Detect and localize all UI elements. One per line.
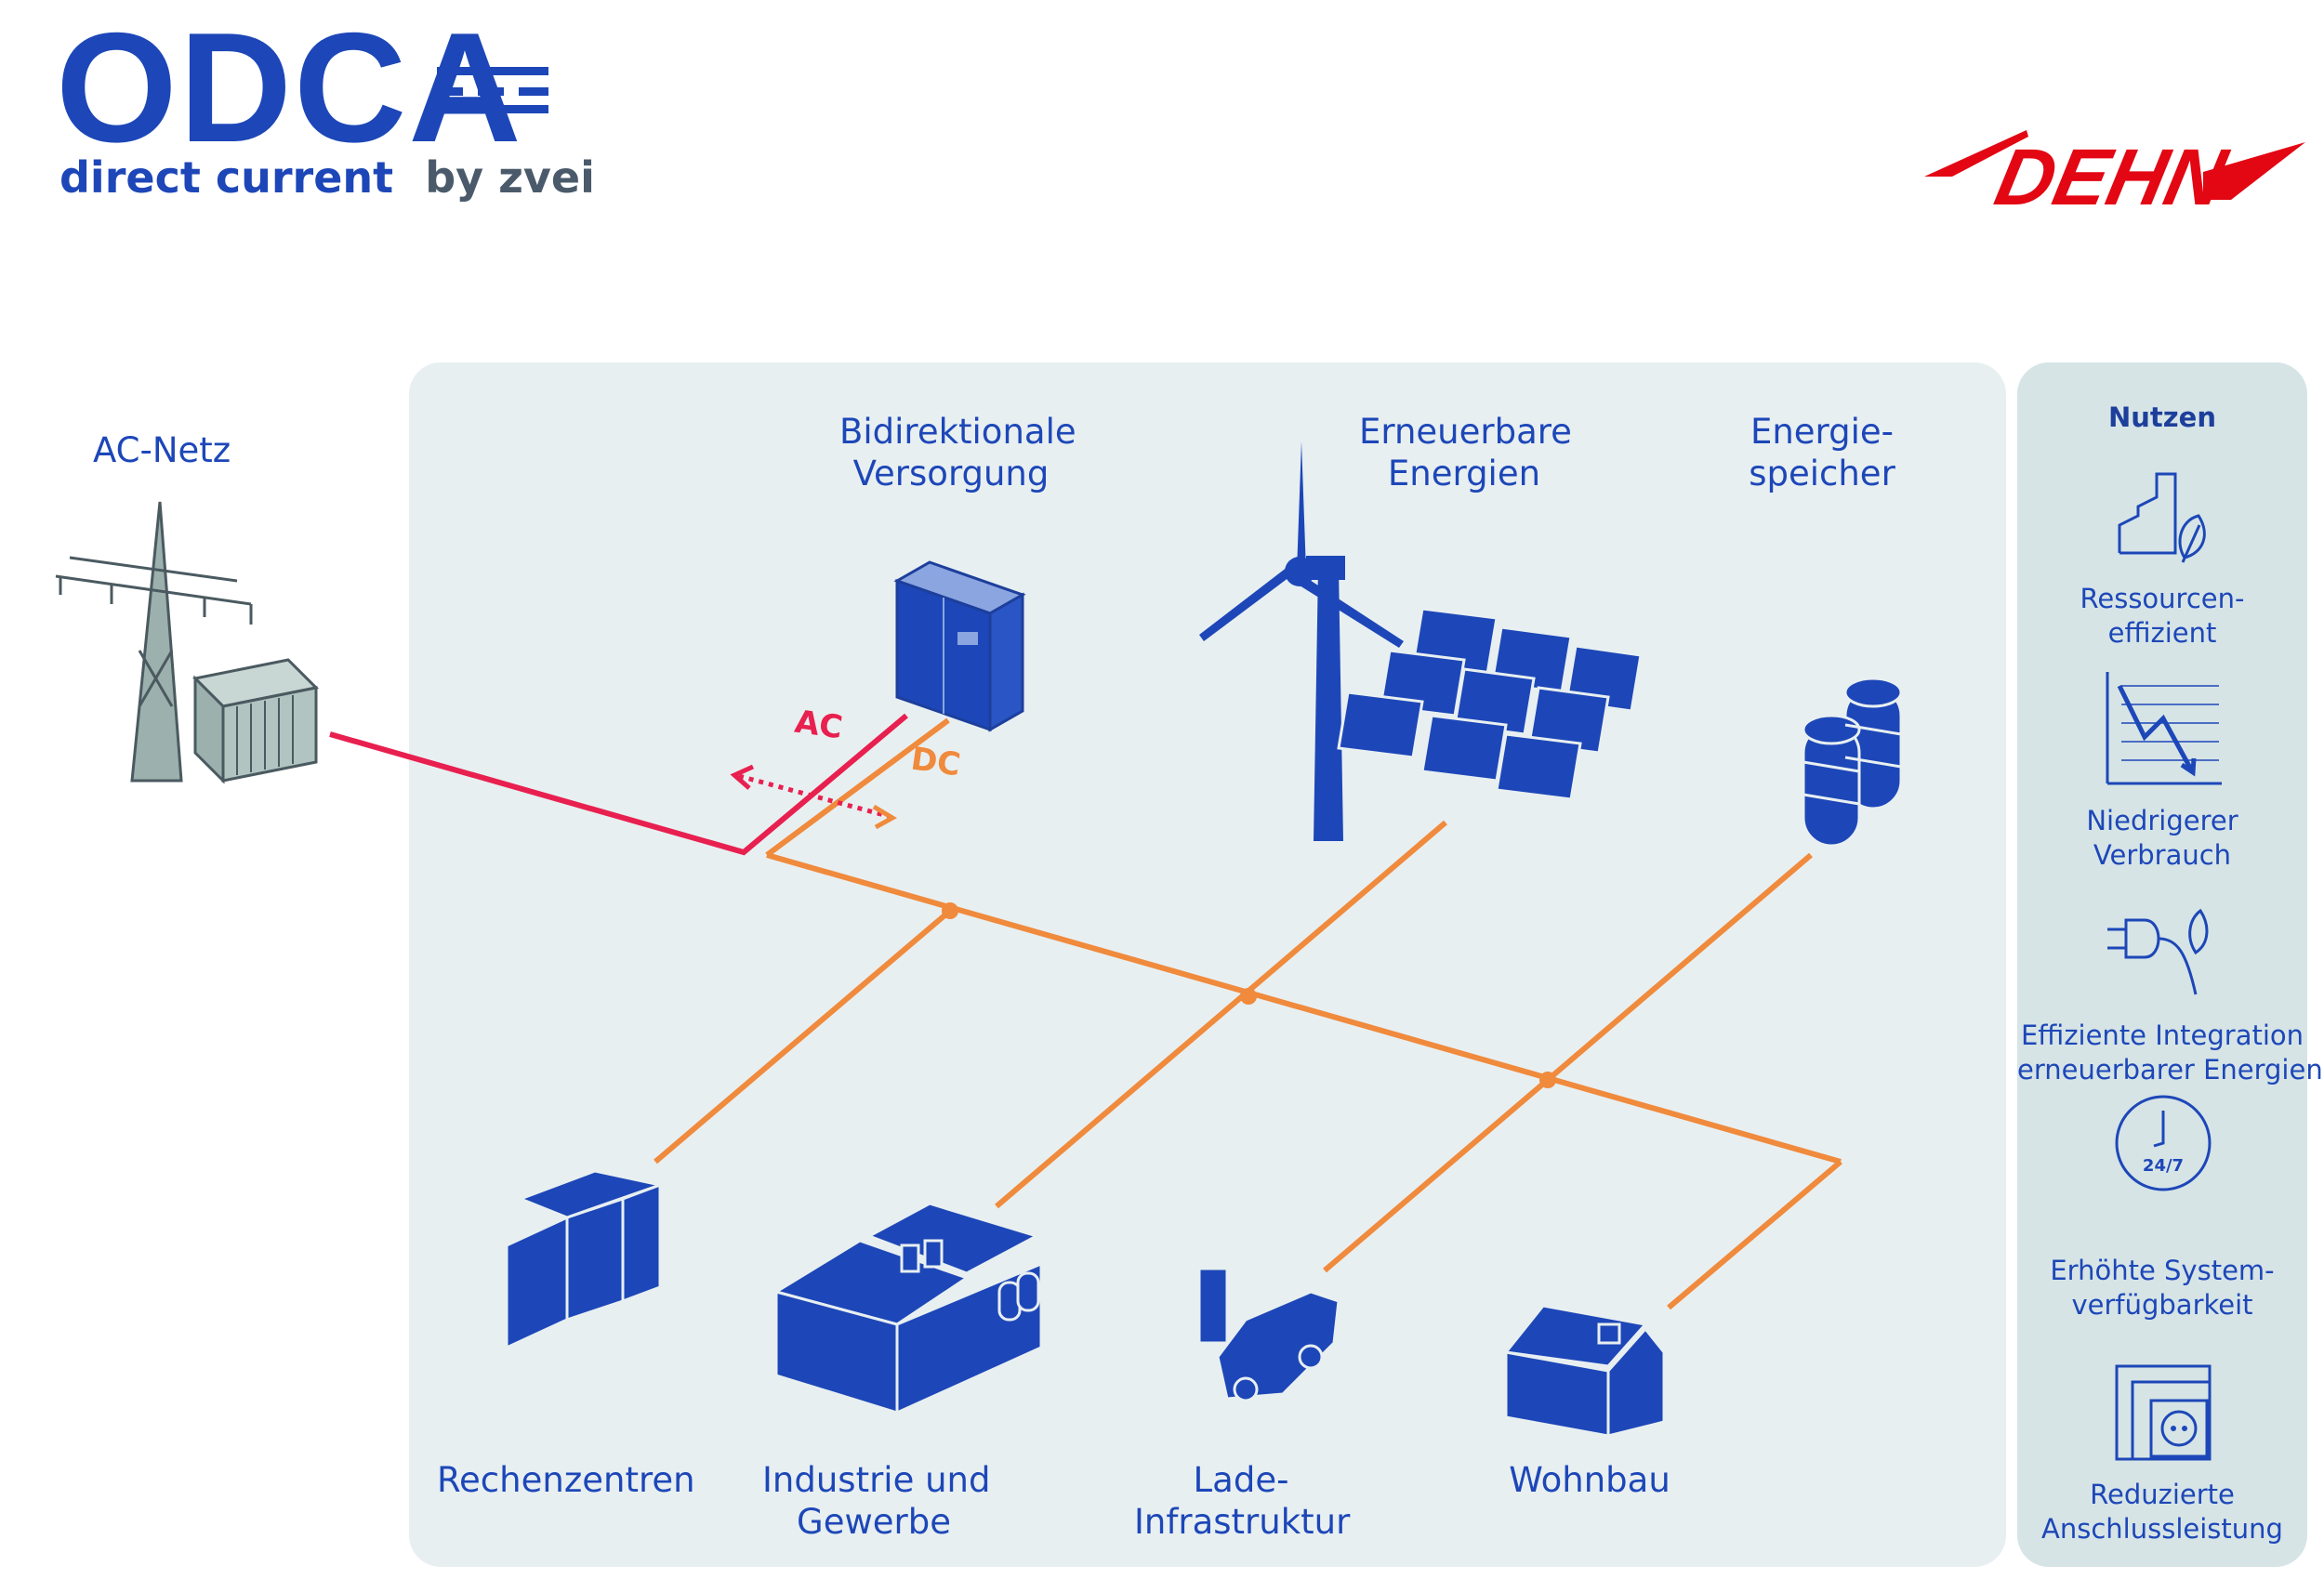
- ac-netz-label: AC-Netz: [93, 430, 231, 470]
- solar-panels-icon: [1337, 607, 1643, 801]
- plug-leaf-icon: [2107, 908, 2209, 995]
- sidebar-title: Nutzen: [2108, 401, 2216, 433]
- benefit-4-line-1: Erhöhte System-: [2050, 1255, 2275, 1286]
- branch-speicher: [1323, 852, 1813, 1273]
- socket-icon: [2115, 1364, 2212, 1461]
- data-center-icon: [505, 1169, 666, 1350]
- dc-label: DC: [908, 740, 963, 784]
- clock-247-icon: 24/7: [2115, 1095, 2212, 1191]
- by-zvei-text: by zvei: [425, 152, 595, 203]
- wind-turbine-icon: [1199, 441, 1404, 841]
- odca-dashes-icon: [437, 67, 548, 113]
- benefit-2-line-2: Verbrauch: [2093, 839, 2232, 871]
- industrie-label-1: Industrie und: [762, 1460, 991, 1500]
- power-tower-icon: [55, 501, 253, 783]
- bidirektional-label-1: Bidirektionale: [839, 412, 1076, 452]
- lade-label-1: Lade-: [1193, 1460, 1289, 1500]
- factory-leaf-icon: [2118, 472, 2206, 563]
- wohnbau-label: Wohnbau: [1509, 1460, 1670, 1500]
- energy-storage-icon: [1802, 677, 1903, 848]
- declining-chart-icon: [2106, 672, 2222, 785]
- erneuerbar-label-1: Erneuerbare: [1359, 412, 1572, 452]
- network-panel: [409, 362, 2006, 1567]
- factory-icon: [772, 1202, 1043, 1415]
- branch-erneuerbar: [995, 820, 1447, 1209]
- speicher-label-2: speicher: [1749, 454, 1895, 493]
- dehn-logo-text: DEHN: [1988, 133, 2236, 214]
- rechenzentren-label: Rechenzentren: [437, 1460, 695, 1500]
- clock-247-text: 24/7: [2143, 1156, 2184, 1176]
- benefit-3-line-1: Effiziente Integration: [2020, 1020, 2304, 1051]
- junction-node: [1539, 1072, 1556, 1088]
- industrie-label-2: Gewerbe: [797, 1502, 951, 1542]
- branch-rechenzentren: [654, 908, 952, 1164]
- erneuerbar-label-2: Energien: [1387, 454, 1541, 493]
- converter-cabinet-icon: [893, 560, 1026, 732]
- bidirektional-label-2: Versorgung: [852, 454, 1050, 493]
- benefit-1-line-1: Ressourcen-: [2080, 583, 2245, 614]
- dehn-logo: DEHN: [1924, 130, 2305, 214]
- branch-wohnbau: [1667, 1159, 1842, 1310]
- dc-bus-line: [766, 852, 1842, 1164]
- transformer-icon: [191, 658, 320, 784]
- speicher-label-1: Energie-: [1750, 412, 1895, 452]
- lade-label-2: Infrastruktur: [1134, 1502, 1351, 1542]
- benefit-5-line-1: Reduzierte: [2090, 1479, 2235, 1510]
- residential-house-icon: [1503, 1304, 1666, 1438]
- ac-label: AC: [792, 703, 845, 747]
- direct-current-text: direct current: [59, 152, 394, 203]
- benefit-2-line-1: Niedrigerer: [2086, 805, 2238, 836]
- dc-main-line: [765, 717, 950, 858]
- benefit-1-line-2: effizient: [2107, 617, 2217, 649]
- benefit-4-line-2: verfügbarkeit: [2071, 1289, 2253, 1321]
- junction-node: [942, 902, 958, 919]
- benefit-5-line-2: Anschlussleistung: [2041, 1513, 2283, 1545]
- benefit-3-line-2: erneuerbarer Energien: [2017, 1054, 2323, 1085]
- ac-line: [329, 713, 908, 856]
- junction-node: [1240, 988, 1257, 1005]
- ev-charging-icon: [1197, 1267, 1340, 1402]
